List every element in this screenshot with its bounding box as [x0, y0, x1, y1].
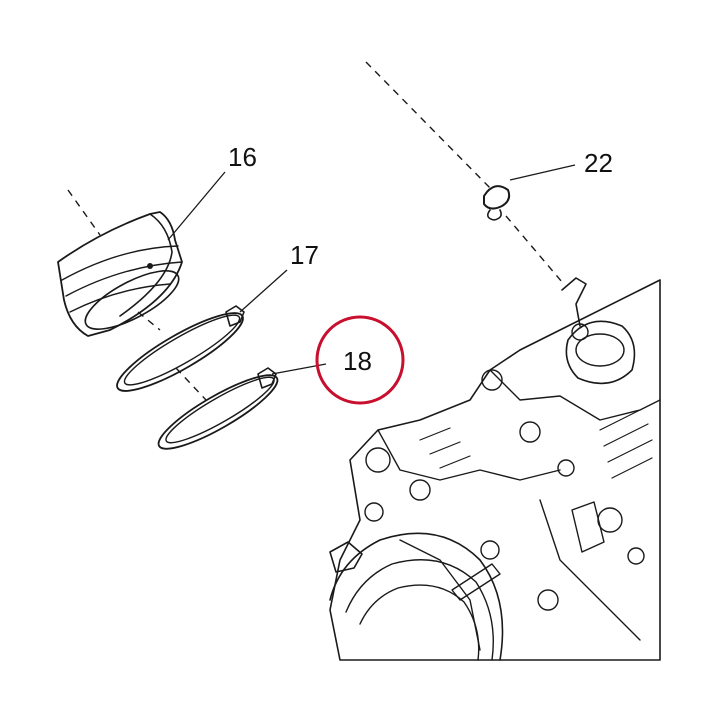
leader-17	[239, 269, 288, 313]
callout-17[interactable]: 17	[290, 240, 319, 270]
leader-22	[509, 164, 576, 181]
callout-16[interactable]: 16	[228, 142, 257, 172]
part-22-clip[interactable]	[365, 61, 563, 283]
part-16-intake-boot[interactable]	[57, 189, 186, 340]
part-17-hose-clamp[interactable]	[109, 301, 251, 402]
part-18-hose-clamp[interactable]	[151, 364, 285, 460]
highlight-circle-18	[315, 315, 405, 405]
leader-lines	[167, 164, 576, 375]
callout-22[interactable]: 22	[584, 148, 613, 178]
leader-16	[167, 171, 226, 241]
engine-assembly	[329, 277, 661, 661]
callout-18[interactable]: 18	[343, 346, 372, 376]
